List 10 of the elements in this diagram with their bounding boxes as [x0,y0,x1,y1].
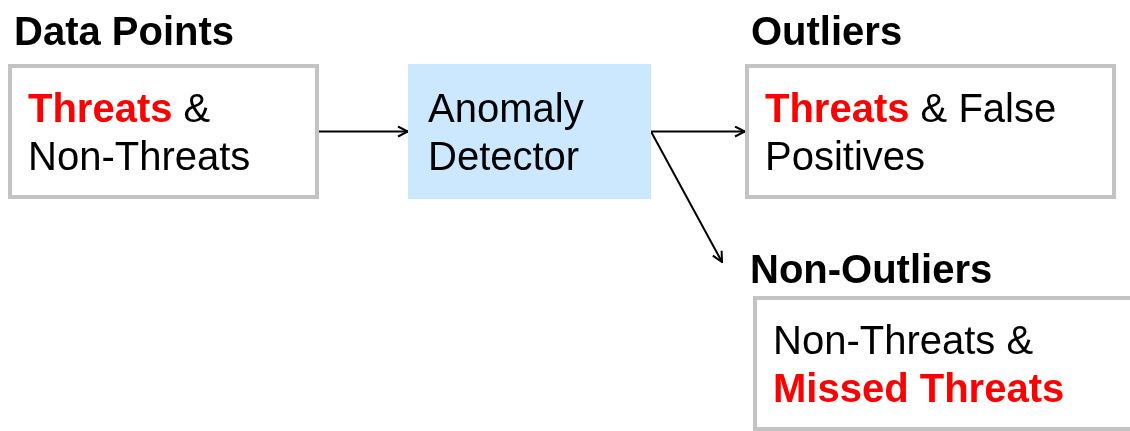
category-text: Threats & Non-Threats [28,84,252,180]
group-heading: Non-Outliers [750,246,994,293]
category-text: Threats & False Positives [765,84,1058,180]
group-heading: Outliers [751,8,904,55]
process-box: Anomaly Detector [408,64,651,199]
group-heading: Data Points [14,8,236,55]
arrow [318,125,409,138]
arrow [650,125,746,138]
category-text: Non-Threats & Missed Threats [773,316,1066,412]
arrow [650,130,723,263]
